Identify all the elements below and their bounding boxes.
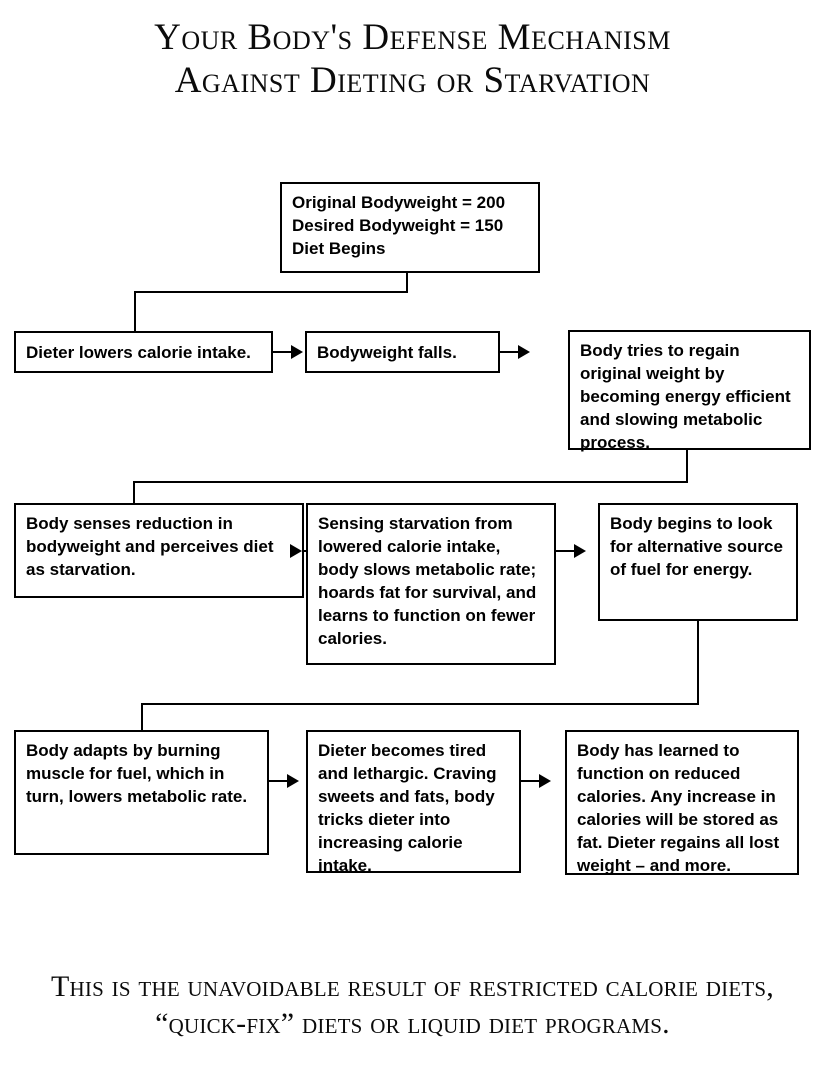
connector-start-left — [134, 291, 408, 293]
node-body-begins-to-look: Body begins to look for alternative sour… — [598, 503, 798, 621]
connector-row2-down — [686, 450, 688, 483]
arrow-row3-2-3-line — [556, 550, 574, 552]
node-body-adapts-burning-muscle: Body adapts by burning muscle for fuel, … — [14, 730, 269, 855]
footer-line-2: “quick-fix” diets or liquid diet program… — [155, 1007, 670, 1040]
page-title: Your Body's Defense Mechanism Against Di… — [0, 16, 825, 102]
arrow-row4-2-3-line — [521, 780, 539, 782]
arrow-row2-1-2-head — [291, 345, 303, 359]
connector-start-down — [406, 273, 408, 292]
connector-row3-down — [697, 621, 699, 705]
arrow-row2-2-3-line — [500, 351, 518, 353]
node-start: Original Bodyweight = 200 Desired Bodywe… — [280, 182, 540, 273]
title-line-2: Against Dieting or Starvation — [174, 60, 651, 101]
connector-row2-into-row3 — [133, 481, 135, 503]
connector-row2-left — [133, 481, 688, 483]
node-dieter-becomes-tired: Dieter becomes tired and lethargic. Crav… — [306, 730, 521, 875]
arrow-row3-2-3-head — [574, 544, 586, 558]
connector-start-into-row2 — [134, 291, 136, 331]
connector-row3-left — [141, 703, 699, 705]
connector-row3-into-row4 — [141, 703, 143, 730]
node-bodyweight-falls: Bodyweight falls. — [305, 331, 500, 373]
arrow-row4-2-3-head — [539, 774, 551, 788]
node-dieter-lowers-calorie-intake: Dieter lowers calorie intake. — [14, 331, 273, 373]
footer-caption: This is the unavoidable result of restri… — [0, 968, 825, 1042]
footer-line-1: This is the unavoidable result of restri… — [51, 970, 774, 1003]
node-body-has-learned-to-function: Body has learned to function on reduced … — [565, 730, 799, 875]
arrow-row2-1-2-line — [273, 351, 291, 353]
arrow-row4-1-2-line — [269, 780, 287, 782]
arrow-row3-1-2-head — [290, 544, 302, 558]
node-sensing-starvation: Sensing starvation from lowered calorie … — [306, 503, 556, 665]
node-body-senses-reduction: Body senses reduction in bodyweight and … — [14, 503, 304, 598]
title-line-1: Your Body's Defense Mechanism — [154, 17, 671, 58]
node-body-tries-to-regain-weight: Body tries to regain original weight by … — [568, 330, 811, 452]
arrow-row4-1-2-head — [287, 774, 299, 788]
arrow-row2-2-3-head — [518, 345, 530, 359]
